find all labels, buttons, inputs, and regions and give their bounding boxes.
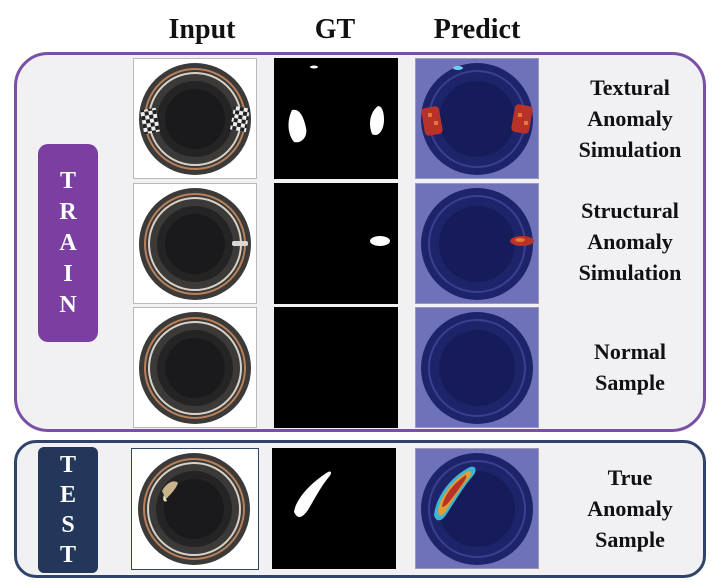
column-header-gt: GT (314, 14, 356, 45)
input-image-normal (133, 307, 257, 428)
prediction-textural (415, 58, 539, 179)
train-letter: A (59, 229, 77, 256)
row-label-line: Normal (593, 339, 667, 364)
row-label-line: Sample (595, 370, 665, 395)
train-letter: R (59, 198, 77, 225)
gt-mask-textural (274, 58, 398, 179)
gt-mask-structural (274, 183, 398, 304)
row-label-line: True (607, 465, 653, 490)
heatmap-image (421, 63, 533, 175)
train-letter: T (59, 167, 76, 194)
row-label-line: Sample (595, 527, 665, 552)
test-letter: S (61, 512, 75, 538)
ring-part-image (139, 312, 251, 424)
gt-mask-normal (274, 307, 398, 428)
row-label-textural: Textural Anomaly Simulation (560, 72, 700, 165)
input-image-textural (133, 58, 257, 179)
column-header-input: Input (168, 14, 236, 45)
mask-image (294, 471, 331, 518)
mask-image (370, 236, 390, 246)
row-label-normal: Normal Sample (560, 336, 700, 398)
row-label-structural: Structural Anomaly Simulation (560, 195, 700, 288)
row-label-line: Anomaly (587, 229, 673, 254)
ring-part-image (139, 63, 251, 175)
test-letter: E (59, 482, 76, 508)
input-image-structural (133, 183, 257, 304)
column-header-predict: Predict (433, 14, 521, 45)
test-group-label: T E S T (38, 447, 98, 573)
train-letter: N (59, 291, 77, 318)
prediction-true-anomaly (415, 448, 539, 569)
row-label-line: Anomaly (587, 106, 673, 131)
row-label-line: Simulation (578, 260, 682, 285)
row-label-true-anomaly: True Anomaly Sample (560, 462, 700, 555)
row-label-line: Structural (581, 198, 679, 223)
train-group-label: T R A I N (38, 144, 98, 342)
test-letter: T (59, 542, 76, 568)
gt-mask-true-anomaly (272, 448, 396, 569)
row-label-line: Anomaly (587, 496, 673, 521)
test-letter: T (59, 452, 76, 478)
mask-image (288, 65, 384, 143)
heatmap-image (421, 188, 534, 300)
prediction-normal (415, 307, 539, 428)
heatmap-image (421, 312, 533, 424)
row-label-line: Simulation (578, 137, 682, 162)
ring-part-image (138, 453, 250, 565)
ring-part-image (139, 188, 251, 300)
prediction-structural (415, 183, 539, 304)
row-label-line: Textural (590, 75, 670, 100)
input-image-true-anomaly (131, 448, 259, 570)
heatmap-image (421, 453, 533, 565)
train-letter: I (63, 260, 73, 287)
